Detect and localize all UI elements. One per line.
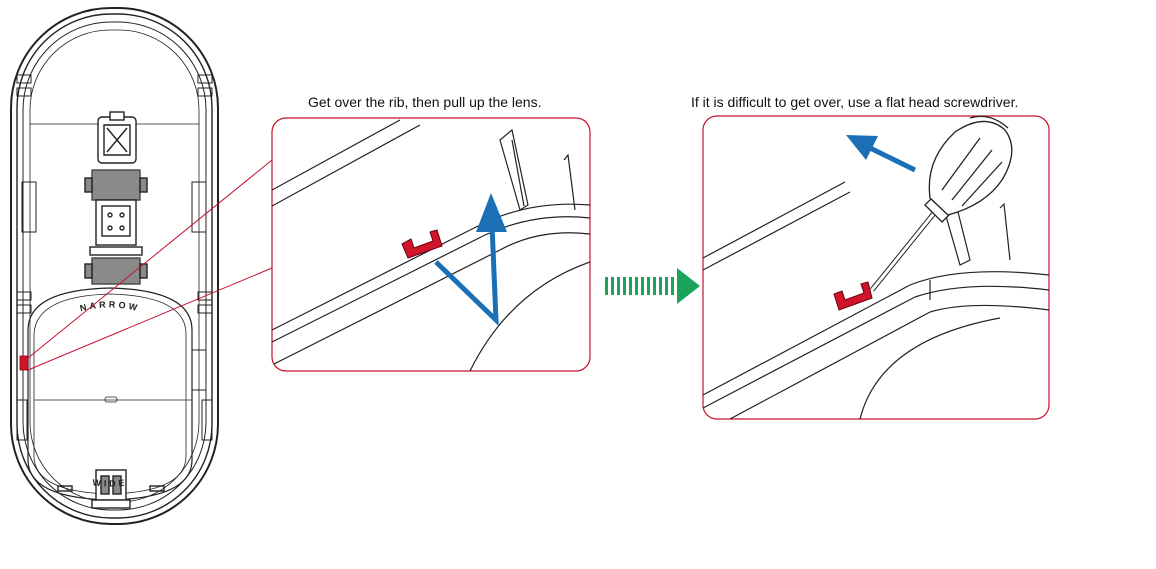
- red-clip-icon: [401, 229, 443, 259]
- detector-housing: [10, 7, 219, 525]
- dashed-arrow-right-icon: [605, 268, 700, 304]
- narrow-label: NARROW: [79, 299, 141, 313]
- top-mount: [97, 111, 137, 164]
- clip-location-marker: [19, 355, 29, 371]
- wide-label: WIDE: [92, 477, 128, 488]
- lens-window: [27, 287, 193, 501]
- callout-leader: [27, 159, 273, 371]
- lift-direction-arrow-icon: [846, 135, 917, 173]
- detail-panel-step1: [271, 117, 591, 372]
- step2-caption: If it is difficult to get over, use a fl…: [691, 94, 1019, 110]
- red-clip-icon: [833, 281, 873, 311]
- detail-panel-step2: [702, 115, 1050, 420]
- bottom-mount: [57, 469, 165, 509]
- screwdriver-icon: [870, 115, 1013, 292]
- pull-up-arrow-icon: [434, 193, 507, 327]
- step1-caption: Get over the rib, then pull up the lens.: [308, 94, 542, 110]
- sensor-blocks: [84, 169, 148, 285]
